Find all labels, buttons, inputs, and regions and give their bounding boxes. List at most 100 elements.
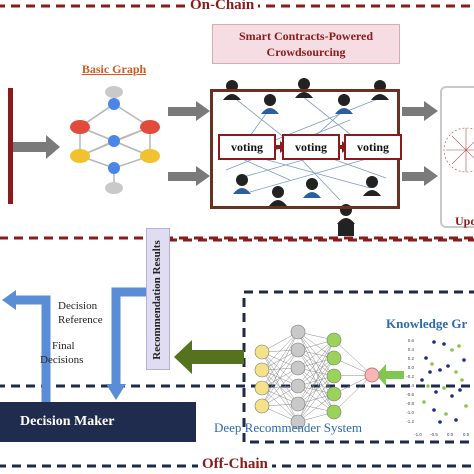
nn-node	[326, 386, 342, 402]
nn-edge	[297, 339, 335, 405]
crowd-people-icons	[223, 78, 389, 236]
nn-edge	[261, 331, 299, 389]
kg-point	[454, 370, 458, 374]
nn-node	[254, 362, 270, 378]
kg-point	[434, 390, 438, 394]
kg-point	[442, 342, 446, 346]
arrow-crowd-to-updated-top	[402, 101, 438, 121]
kg-y-tick: -0.6	[406, 392, 414, 397]
decision-reference-line2: Reference	[58, 314, 103, 326]
recommender-output-node	[364, 367, 380, 383]
kg-point	[426, 384, 430, 388]
nn-edge	[297, 339, 335, 369]
input-bar	[8, 88, 13, 204]
kg-y-tick: -1.2	[406, 419, 414, 424]
kg-point	[442, 386, 446, 390]
kg-point	[430, 362, 434, 366]
final-decisions-line1: Final	[52, 340, 75, 352]
kg-y-tick: 0.0	[408, 365, 415, 370]
kg-y-tick: 0.2	[408, 356, 415, 361]
kg-point	[428, 370, 432, 374]
nn-edge	[333, 339, 373, 376]
nn-node	[290, 342, 306, 358]
nn-node	[326, 368, 342, 384]
nn-node	[326, 350, 342, 366]
neural-network-nodes	[254, 324, 342, 430]
arrow-graph-to-crowd-bottom	[168, 166, 210, 186]
voting-box-1: voting	[218, 134, 276, 160]
nn-edge	[297, 375, 335, 423]
basic-graph-nodes	[70, 86, 160, 194]
kg-point	[438, 368, 442, 372]
nn-edge	[261, 331, 299, 407]
nn-node	[254, 398, 270, 414]
kg-point	[422, 400, 426, 404]
knowledge-embedding-plot: 0.60.40.20.0-0.2-0.4-0.6-0.8-1.0-1.2 -1.…	[406, 338, 470, 437]
kg-point	[424, 356, 428, 360]
smart-contracts-label: Smart Contracts-Powered Crowdsourcing	[212, 24, 400, 64]
kg-point	[458, 388, 462, 392]
nn-node	[254, 344, 270, 360]
kg-point	[444, 412, 448, 416]
kg-point	[460, 378, 464, 382]
smart-contracts-title-line1: Smart Contracts-Powered	[238, 29, 374, 43]
kg-point	[450, 348, 454, 352]
arrow-crowd-to-updated-bottom	[402, 166, 438, 186]
nn-node	[254, 380, 270, 396]
nn-edge	[297, 339, 335, 387]
updated-graph-network	[443, 127, 474, 173]
neural-network-edges	[261, 331, 373, 423]
nn-edge	[297, 357, 335, 423]
updated-graph-label: Upd	[455, 214, 474, 228]
kg-y-tick: -1.0	[406, 410, 414, 415]
kg-x-tick: -0.5	[430, 432, 438, 437]
voting-box-3: voting	[344, 134, 402, 160]
decision-maker-box: Decision Maker	[0, 402, 196, 442]
nn-edge	[261, 331, 299, 371]
final-decisions-arrow	[2, 290, 51, 404]
kg-point	[420, 378, 424, 382]
kg-y-tick: -0.2	[406, 374, 414, 379]
nn-node	[326, 404, 342, 420]
recommendation-results-box	[146, 228, 170, 370]
kg-x-tick: -1.0	[414, 432, 422, 437]
nn-node	[290, 324, 306, 340]
decision-reference-arrow	[106, 287, 146, 400]
knowledge-to-recommender-arrow	[376, 364, 404, 386]
decision-reference-line1: Decision	[58, 300, 98, 312]
on-chain-title: On-Chain	[186, 0, 259, 14]
kg-x-tick: 0.0	[447, 432, 454, 437]
nn-edge	[261, 349, 299, 407]
kg-y-tick: -0.8	[406, 401, 414, 406]
nn-node	[290, 378, 306, 394]
kg-x-tick: 0.5	[463, 432, 470, 437]
kg-point	[432, 340, 436, 344]
recommendation-results-label: Recommendation Results	[151, 240, 163, 360]
nn-edge	[333, 374, 373, 413]
kg-point	[438, 420, 442, 424]
kg-y-tick: 0.4	[408, 347, 415, 352]
kg-point	[446, 364, 450, 368]
kg-point	[457, 344, 461, 348]
kg-point	[464, 404, 468, 408]
kg-point	[432, 408, 436, 412]
arrow-graph-to-crowd-top	[168, 101, 210, 121]
basic-graph-panel: Basic Graph	[62, 60, 166, 212]
kg-y-tick: 0.6	[408, 338, 415, 343]
kg-point	[450, 394, 454, 398]
knowledge-graph-label: Knowledge Gr	[386, 316, 468, 331]
off-chain-title: Off-Chain	[198, 456, 272, 473]
nn-node	[290, 396, 306, 412]
nn-node	[326, 332, 342, 348]
nn-node	[290, 360, 306, 376]
nn-edge	[297, 339, 335, 423]
voting-box-2: voting	[282, 134, 340, 160]
kg-point	[462, 358, 466, 362]
basic-graph-label: Basic Graph	[81, 62, 147, 76]
nn-node	[290, 414, 306, 430]
smart-contracts-title-line2: Crowdsourcing	[266, 45, 346, 59]
recommender-region-border	[242, 290, 474, 444]
recommender-output-arrow	[174, 340, 244, 374]
deep-recommender-label: Deep Recommender System	[214, 420, 363, 435]
